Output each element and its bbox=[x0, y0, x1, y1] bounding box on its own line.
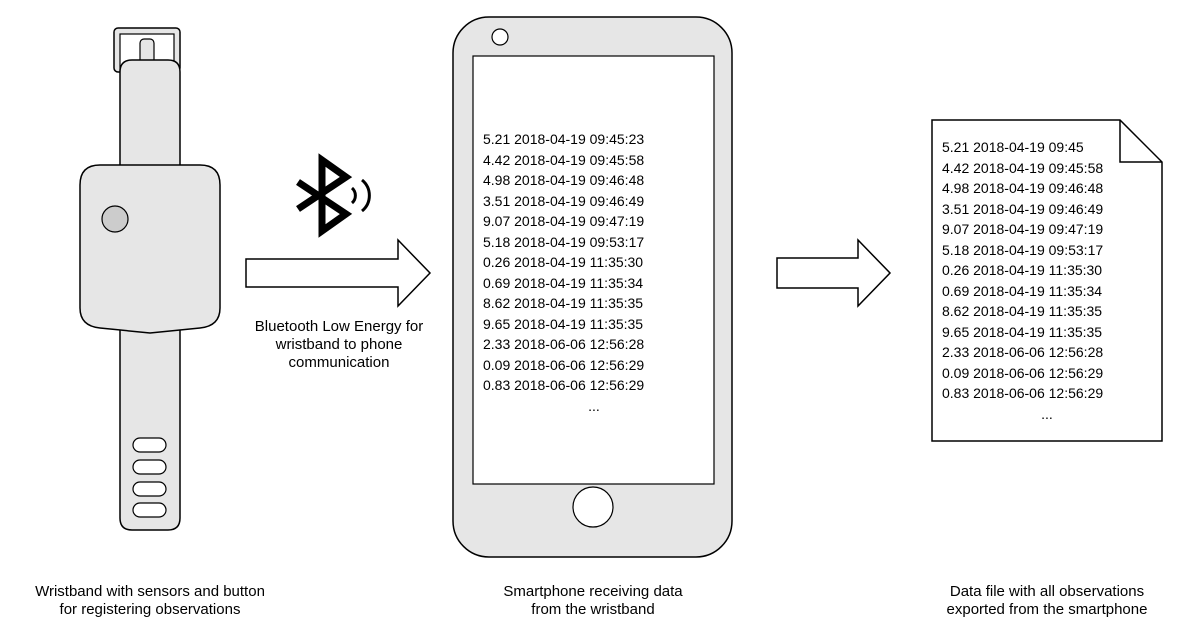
smartphone-icon bbox=[452, 16, 733, 558]
observation-row: 0.09 2018-06-06 12:56:29 bbox=[483, 356, 645, 373]
observation-row: 0.69 2018-04-19 11:35:34 bbox=[942, 282, 1103, 299]
file-caption: Data file with all observations exported… bbox=[897, 583, 1182, 619]
file-caption-line: exported from the smartphone bbox=[946, 601, 1148, 618]
document-icon bbox=[931, 119, 1163, 442]
observation-row: 9.65 2018-04-19 11:35:35 bbox=[942, 323, 1103, 340]
ble-caption-line: Bluetooth Low Energy for bbox=[254, 318, 424, 335]
observation-row: 5.18 2018-04-19 09:53:17 bbox=[942, 241, 1104, 258]
phone-caption-line: from the wristband bbox=[531, 601, 655, 618]
wristband-icon bbox=[79, 27, 221, 531]
observation-row: 5.21 2018-04-19 09:45 bbox=[942, 139, 1084, 155]
wristband-caption-line: Wristband with sensors and button bbox=[35, 583, 265, 600]
observation-row: 9.07 2018-04-19 09:47:19 bbox=[483, 213, 645, 229]
arrow-right-icon bbox=[776, 238, 892, 308]
observation-row: 4.42 2018-04-19 09:45:58 bbox=[942, 159, 1104, 176]
observation-row: 0.83 2018-06-06 12:56:29 bbox=[483, 377, 645, 393]
observation-row: 0.83 2018-06-06 12:56:29 bbox=[942, 385, 1104, 401]
observation-row: 9.07 2018-04-19 09:47:19 bbox=[942, 221, 1104, 237]
phone-caption: Smartphone receiving data from the wrist… bbox=[443, 583, 743, 619]
wristband-caption-line: for registering observations bbox=[59, 601, 241, 618]
file-observation-list: 5.21 2018-04-19 09:45 4.42 2018-04-19 09… bbox=[942, 137, 1152, 424]
phone-caption-line: Smartphone receiving data bbox=[503, 583, 683, 600]
observation-row: 3.51 2018-04-19 09:46:49 bbox=[483, 192, 645, 209]
observation-row: 4.42 2018-04-19 09:45:58 bbox=[483, 151, 645, 168]
observation-row: 0.09 2018-06-06 12:56:29 bbox=[942, 364, 1104, 381]
home-button bbox=[572, 486, 614, 528]
file-caption-line: Data file with all observations bbox=[949, 583, 1145, 600]
arrow-right-icon bbox=[245, 238, 432, 308]
phone-screen bbox=[472, 55, 715, 485]
observation-row: 2.33 2018-06-06 12:56:28 bbox=[942, 344, 1104, 360]
observation-row: 3.51 2018-04-19 09:46:49 bbox=[942, 200, 1104, 217]
observation-row: 5.21 2018-04-19 09:45:23 bbox=[483, 131, 645, 147]
observation-row: 9.65 2018-04-19 11:35:35 bbox=[483, 315, 644, 332]
list-ellipsis: ... bbox=[588, 397, 600, 414]
observation-row: 8.62 2018-04-19 11:35:35 bbox=[942, 303, 1103, 319]
camera-icon bbox=[491, 28, 509, 46]
observation-row: 4.98 2018-04-19 09:46:48 bbox=[942, 180, 1104, 196]
observation-row: 0.26 2018-04-19 11:35:30 bbox=[483, 254, 644, 270]
observation-row: 8.62 2018-04-19 11:35:35 bbox=[483, 295, 644, 311]
bluetooth-icon bbox=[296, 153, 371, 238]
wristband-caption: Wristband with sensors and button for re… bbox=[0, 583, 300, 619]
observation-row: 5.18 2018-04-19 09:53:17 bbox=[483, 233, 645, 250]
observation-row: 0.69 2018-04-19 11:35:34 bbox=[483, 274, 644, 291]
observation-row: 0.26 2018-04-19 11:35:30 bbox=[942, 262, 1103, 278]
ble-caption-line: wristband to phone bbox=[275, 336, 403, 353]
ble-caption-line: communication bbox=[288, 354, 390, 371]
phone-observation-list: 5.21 2018-04-19 09:45:23 4.42 2018-04-19… bbox=[483, 129, 705, 416]
sensor-button bbox=[101, 205, 129, 233]
ble-caption: Bluetooth Low Energy for wristband to ph… bbox=[226, 318, 452, 372]
list-ellipsis: ... bbox=[1041, 405, 1053, 422]
observation-row: 2.33 2018-06-06 12:56:28 bbox=[483, 336, 645, 352]
observation-row: 4.98 2018-04-19 09:46:48 bbox=[483, 172, 645, 188]
